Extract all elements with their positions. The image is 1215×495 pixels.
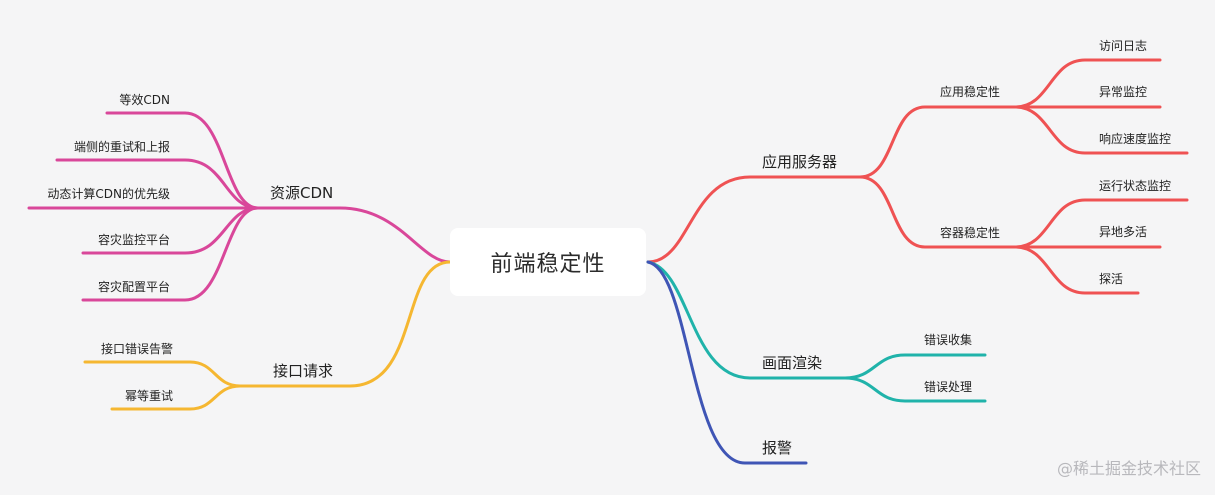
node-idempotent-retry[interactable]: 幂等重试 [124, 389, 173, 403]
node-dynamic-cdn-priority[interactable]: 动态计算CDN的优先级 [47, 187, 170, 201]
node-access-log[interactable]: 访问日志 [1099, 39, 1148, 53]
node-disaster-monitor-platform[interactable]: 容灾监控平台 [97, 233, 170, 247]
alarm-connectors [646, 260, 808, 465]
node-resource-cdn[interactable]: 资源CDN [270, 184, 334, 202]
node-screen-render[interactable]: 画面渲染 [762, 354, 823, 372]
node-app-server[interactable]: 应用服务器 [762, 153, 838, 171]
node-client-retry-report[interactable]: 端侧的重试和上报 [73, 140, 170, 154]
node-container-stability[interactable]: 容器稳定性 [940, 226, 1001, 240]
node-multi-site-active[interactable]: 异地多活 [1099, 225, 1148, 239]
node-equivalent-cdn[interactable]: 等效CDN [119, 93, 170, 107]
node-app-stability[interactable]: 应用稳定性 [940, 85, 1001, 99]
root-label: 前端稳定性 [490, 252, 606, 277]
render-connectors [646, 260, 987, 403]
node-liveness-probe[interactable]: 探活 [1099, 272, 1124, 286]
server-connectors [646, 58, 1189, 295]
cdn-connectors [27, 111, 452, 302]
watermark: @稀土掘金技术社区 [1056, 459, 1201, 478]
node-api-request[interactable]: 接口请求 [273, 362, 334, 380]
node-response-speed-monitor[interactable]: 响应速度监控 [1099, 132, 1172, 146]
node-exception-monitor[interactable]: 异常监控 [1099, 85, 1148, 99]
node-error-handle[interactable]: 错误处理 [924, 380, 973, 394]
root-node[interactable]: 前端稳定性 [450, 228, 646, 296]
node-alarm[interactable]: 报警 [762, 439, 793, 457]
node-disaster-config-platform[interactable]: 容灾配置平台 [97, 280, 170, 294]
node-api-error-alert[interactable]: 接口错误告警 [100, 342, 173, 356]
node-running-status-monitor[interactable]: 运行状态监控 [1099, 179, 1172, 193]
api-connectors [83, 260, 452, 411]
node-error-collect[interactable]: 错误收集 [924, 333, 973, 347]
